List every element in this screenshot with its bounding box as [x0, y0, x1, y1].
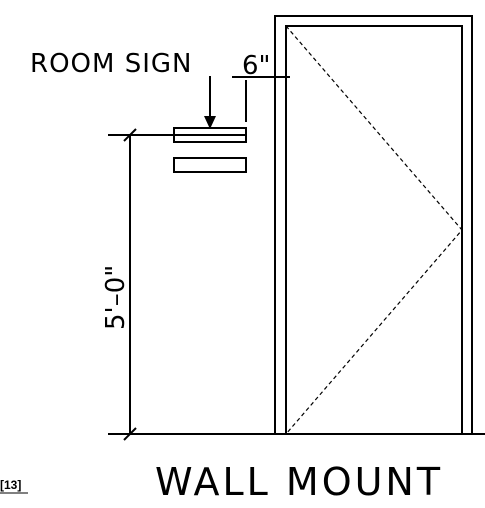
door-swing-lines: [285, 25, 463, 435]
room-sign-label: ROOM SIGN: [30, 49, 192, 79]
height-dim-tick-bottom: [123, 427, 137, 441]
reference-tag: [13]: [0, 478, 21, 492]
room-sign-plaque-lower: [173, 157, 247, 173]
room-sign-leader-arrowhead: [204, 116, 216, 129]
height-dim-label: 5'–0": [101, 265, 131, 330]
wall-mount-caption: WALL MOUNT: [155, 460, 443, 504]
door-frame-outer: [274, 15, 473, 435]
offset-dim-label: 6": [242, 51, 271, 81]
door-frame-inner: [285, 25, 463, 435]
height-dim-tick-top: [123, 128, 137, 142]
